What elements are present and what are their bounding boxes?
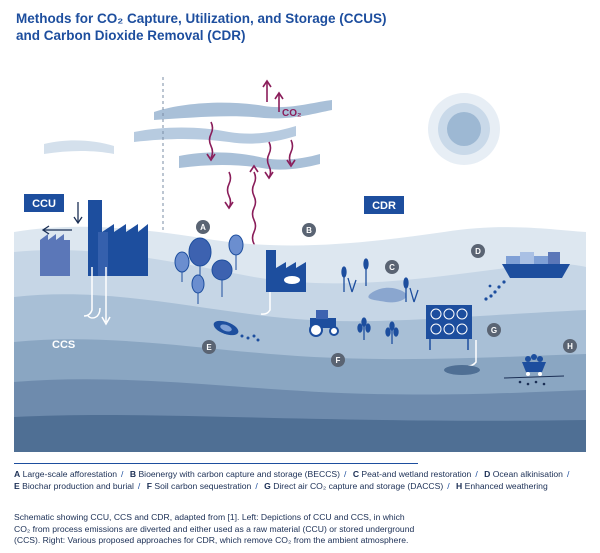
crops-icon <box>357 317 399 344</box>
legend-text-e: Biochar production and burial <box>22 480 134 491</box>
legend-text-h: Enhanced weathering <box>464 480 548 491</box>
cdr-label: CDR <box>372 200 396 212</box>
legend-text-a: Large-scale afforestation <box>22 469 118 479</box>
marker-h-letter: H <box>567 342 573 351</box>
title-line-2: and Carbon Dioxide Removal (CDR) <box>16 28 246 43</box>
ccu-label-box <box>24 194 64 212</box>
wetland-icon <box>341 258 419 303</box>
weathering-cart-icon <box>503 354 565 386</box>
marker-f-letter: F <box>336 356 341 365</box>
figure-caption: Schematic showing CCU, CCS and CDR, adap… <box>14 512 580 550</box>
legend-key-h: H <box>456 480 463 491</box>
marker-g: G <box>487 323 501 337</box>
legend-key-f: F <box>146 480 152 491</box>
title-line-1: Methods for CO₂ Capture, Utilization, an… <box>16 11 387 26</box>
biochar-icon <box>213 320 260 342</box>
marker-b-letter: B <box>306 226 312 235</box>
legend-text-g: Direct air CO₂ capture and storage (DACC… <box>273 480 444 491</box>
caption-line-1: Schematic showing CCU, CCS and CDR, adap… <box>14 512 405 522</box>
cdr-label-box <box>364 196 404 214</box>
direct-air-capture-icon <box>426 305 480 375</box>
air-clouds <box>44 100 332 170</box>
legend-text-d: Ocean alkinisation <box>492 469 563 479</box>
legend-text-f: Soil carbon sequestration <box>154 480 252 491</box>
legend-key-b: B <box>129 469 137 479</box>
ccus-cdr-schematic: CO₂ CCU CCS CDR <box>14 77 586 452</box>
marker-g-letter: G <box>491 326 497 335</box>
marker-h: H <box>563 339 577 353</box>
legend: A Large-scale afforestation/ B Bioenergy… <box>14 469 570 491</box>
marker-b: B <box>302 223 316 237</box>
afforestation-trees-icon <box>174 234 244 304</box>
caption-line-2: CO₂ from process emissions are diverted … <box>14 523 415 534</box>
legend-key-g: G <box>264 480 271 491</box>
marker-e-letter: E <box>206 343 212 352</box>
legend-key-c: C <box>352 469 360 479</box>
marker-c: C <box>385 260 399 274</box>
legend-text-b: Bioenergy with carbon capture and storag… <box>138 469 341 479</box>
marker-a-letter: A <box>200 223 206 232</box>
legend-key-a: A <box>14 469 21 479</box>
caption-line-3: (CCS). Right: Various proposed approache… <box>14 535 409 546</box>
marker-a: A <box>196 220 210 234</box>
legend-divider <box>14 463 418 464</box>
sun-icon <box>428 93 500 165</box>
ccu-flow-arrows <box>41 202 83 235</box>
marker-d-letter: D <box>475 247 481 256</box>
co2-flux-arrows <box>206 79 296 269</box>
landscape-hills <box>14 226 586 452</box>
ccs-label: CCS <box>52 339 75 351</box>
ccu-label: CCU <box>32 198 56 210</box>
marker-c-letter: C <box>389 263 395 272</box>
beccs-plant-icon <box>260 250 306 315</box>
legend-key-e: E <box>14 480 20 491</box>
co2-label: CO₂ <box>282 108 301 119</box>
alkaline-particles <box>484 280 506 301</box>
figure-title: Methods for CO₂ Capture, Utilization, an… <box>16 10 586 44</box>
ship-icon <box>502 252 570 278</box>
legend-key-d: D <box>484 469 491 479</box>
tractor-icon <box>309 310 339 337</box>
method-markers: A B C D E F G H <box>196 220 577 367</box>
legend-text-c: Peat-and wetland restoration <box>361 469 472 479</box>
marker-f: F <box>331 353 345 367</box>
ccs-capture-lines <box>83 267 111 326</box>
marker-d: D <box>471 244 485 258</box>
ccu-factory-icon <box>40 200 148 276</box>
marker-e: E <box>202 340 216 354</box>
